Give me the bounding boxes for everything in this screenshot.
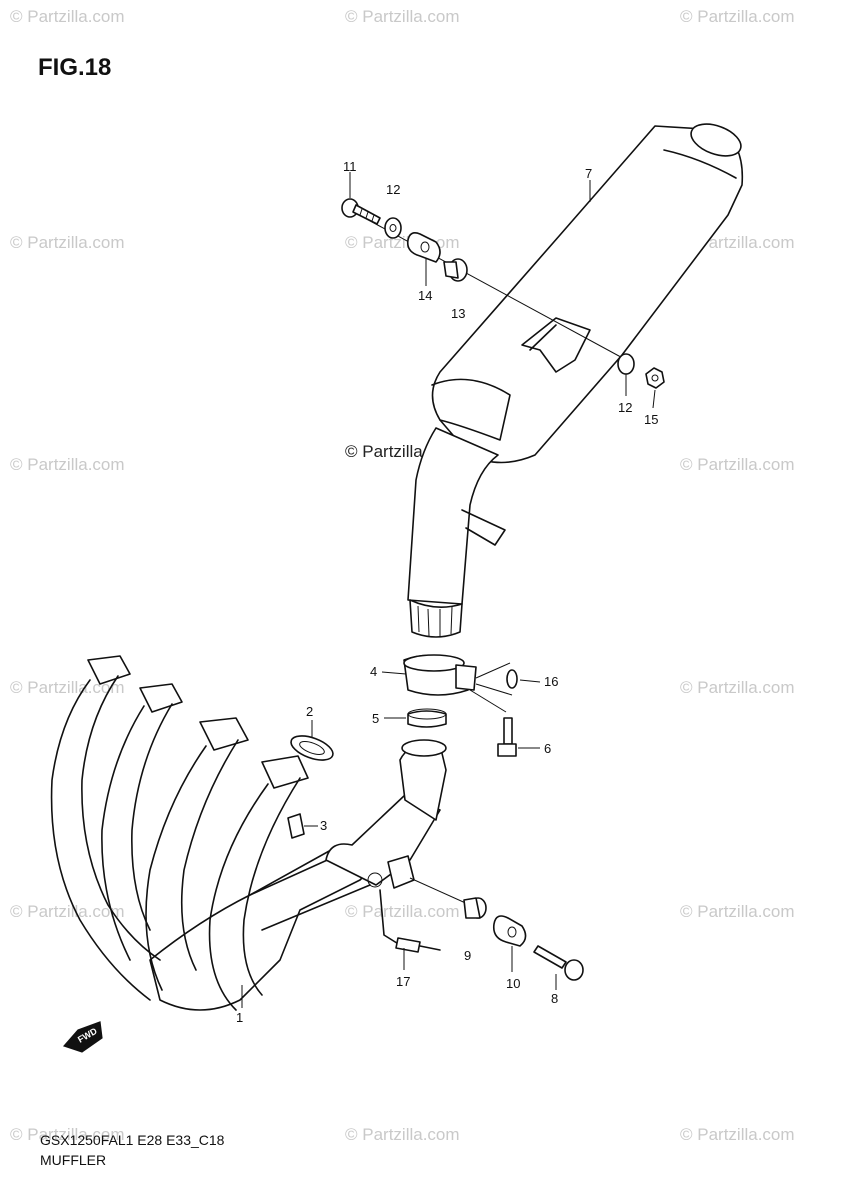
gasket-part-5 <box>407 708 447 728</box>
washer-part-12-lower <box>617 353 635 375</box>
washer-part-12-upper <box>384 217 402 239</box>
callout-5: 5 <box>372 711 379 726</box>
exhaust-pipe-part-1 <box>50 655 447 1011</box>
bolt-part-8 <box>533 945 584 981</box>
cushion-part-10 <box>492 915 527 947</box>
callout-2: 2 <box>306 704 313 719</box>
callout-15: 15 <box>644 412 658 427</box>
bolt-part-16 <box>506 669 518 689</box>
sensor-part-17 <box>379 889 441 953</box>
callout-1: 1 <box>236 1010 243 1025</box>
watermark-text: © Partzilla.com <box>10 1125 125 1144</box>
callout-12-lower: 12 <box>618 400 632 415</box>
upper-fastener-stack <box>341 198 665 389</box>
callout-10: 10 <box>506 976 520 991</box>
model-code: GSX1250FAL1 E28 E33_C18 <box>40 1132 225 1148</box>
watermark-text: © Partzilla.com <box>680 455 795 474</box>
callout-4: 4 <box>370 664 377 679</box>
collar-part-13 <box>443 258 468 282</box>
stud-part-3 <box>287 813 305 839</box>
lower-fastener-stack <box>409 877 584 981</box>
callout-6: 6 <box>544 741 551 756</box>
watermark-text: © Partzilla.com <box>345 1125 460 1144</box>
callout-8: 8 <box>551 991 558 1006</box>
section-name: MUFFLER <box>40 1152 107 1168</box>
bolt-part-6 <box>469 689 517 757</box>
callout-16: 16 <box>544 674 558 689</box>
callout-17: 17 <box>396 974 410 989</box>
bolt-part-11 <box>341 198 381 225</box>
callout-12-upper: 12 <box>386 182 400 197</box>
watermark-text: © Partzilla.com <box>10 455 125 474</box>
forward-arrow-icon: FWD <box>62 1021 103 1053</box>
watermark-text: © Partzilla.com <box>10 902 125 921</box>
watermark-text: © Partzilla.com <box>680 678 795 697</box>
gasket-part-2 <box>290 735 334 761</box>
cushion-part-14 <box>406 232 441 263</box>
muffler-part-7 <box>407 123 744 638</box>
callout-9: 9 <box>464 948 471 963</box>
callout-13: 13 <box>451 306 465 321</box>
watermark-text: © Partzilla.com <box>680 902 795 921</box>
callout-layer: 11 12 14 13 7 12 15 4 16 5 6 2 3 <box>236 159 658 1025</box>
watermark-text: © Partzilla.com <box>10 7 125 26</box>
callout-3: 3 <box>320 818 327 833</box>
watermark-text: © Partzilla.com <box>345 902 460 921</box>
watermark-text: © Partzilla.com <box>10 233 125 252</box>
callout-11: 11 <box>343 159 357 174</box>
watermark-text: © Partzilla.com <box>345 233 460 252</box>
callout-14: 14 <box>418 288 432 303</box>
collar-part-9 <box>463 897 487 919</box>
figure-title: FIG.18 <box>38 54 112 81</box>
watermark-text: © Partzilla.com <box>680 1125 795 1144</box>
nut-part-15 <box>645 367 665 389</box>
watermark-text: © Partzilla.com <box>345 7 460 26</box>
watermark-text: © Partzilla.com <box>680 7 795 26</box>
callout-7: 7 <box>585 166 592 181</box>
watermark-text: © Partzilla.com <box>10 678 125 697</box>
clamp-part-4 <box>403 654 513 696</box>
